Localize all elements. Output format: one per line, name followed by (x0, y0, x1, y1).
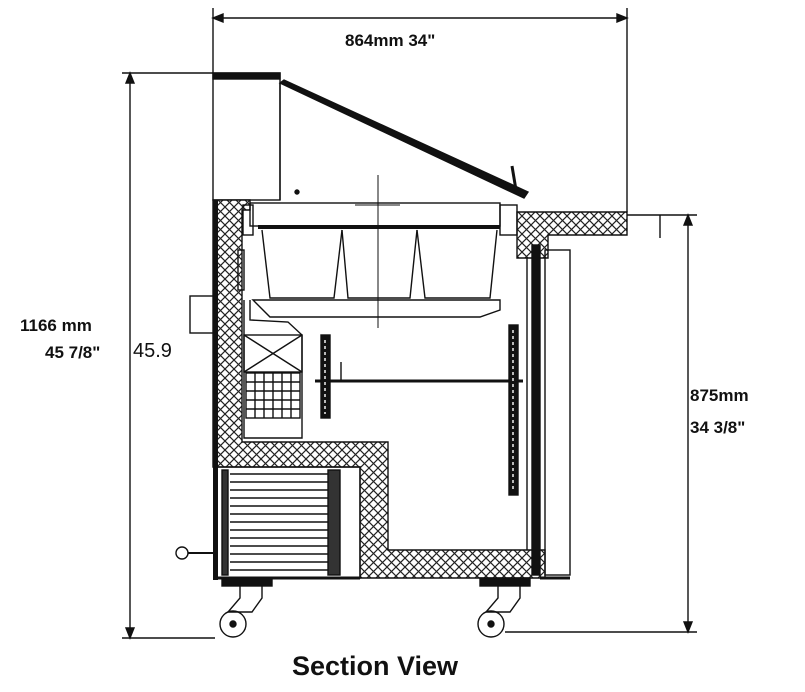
caster-right (477, 577, 531, 638)
width-dimension-label: 864mm 34" (345, 31, 436, 50)
counter-height-dimension-line (505, 213, 697, 634)
food-pans (242, 202, 518, 318)
counter-height-mm-label: 875mm (690, 386, 749, 405)
drawing-title: Section View (292, 651, 459, 681)
door (526, 244, 571, 580)
hood (212, 72, 530, 201)
total-height-dimension-line (122, 71, 215, 640)
counter-height-inch-label: 34 3/8" (690, 418, 746, 437)
total-height-decimal-label: 45.9 (133, 340, 172, 362)
total-height-inch-label: 45 7/8" (45, 343, 101, 362)
shelf (315, 324, 523, 496)
caster-left (219, 577, 273, 638)
condensing-unit (175, 466, 361, 580)
evaporator (237, 249, 303, 439)
width-dimension-line (211, 8, 629, 212)
total-height-mm-label: 1166 mm (20, 316, 92, 335)
